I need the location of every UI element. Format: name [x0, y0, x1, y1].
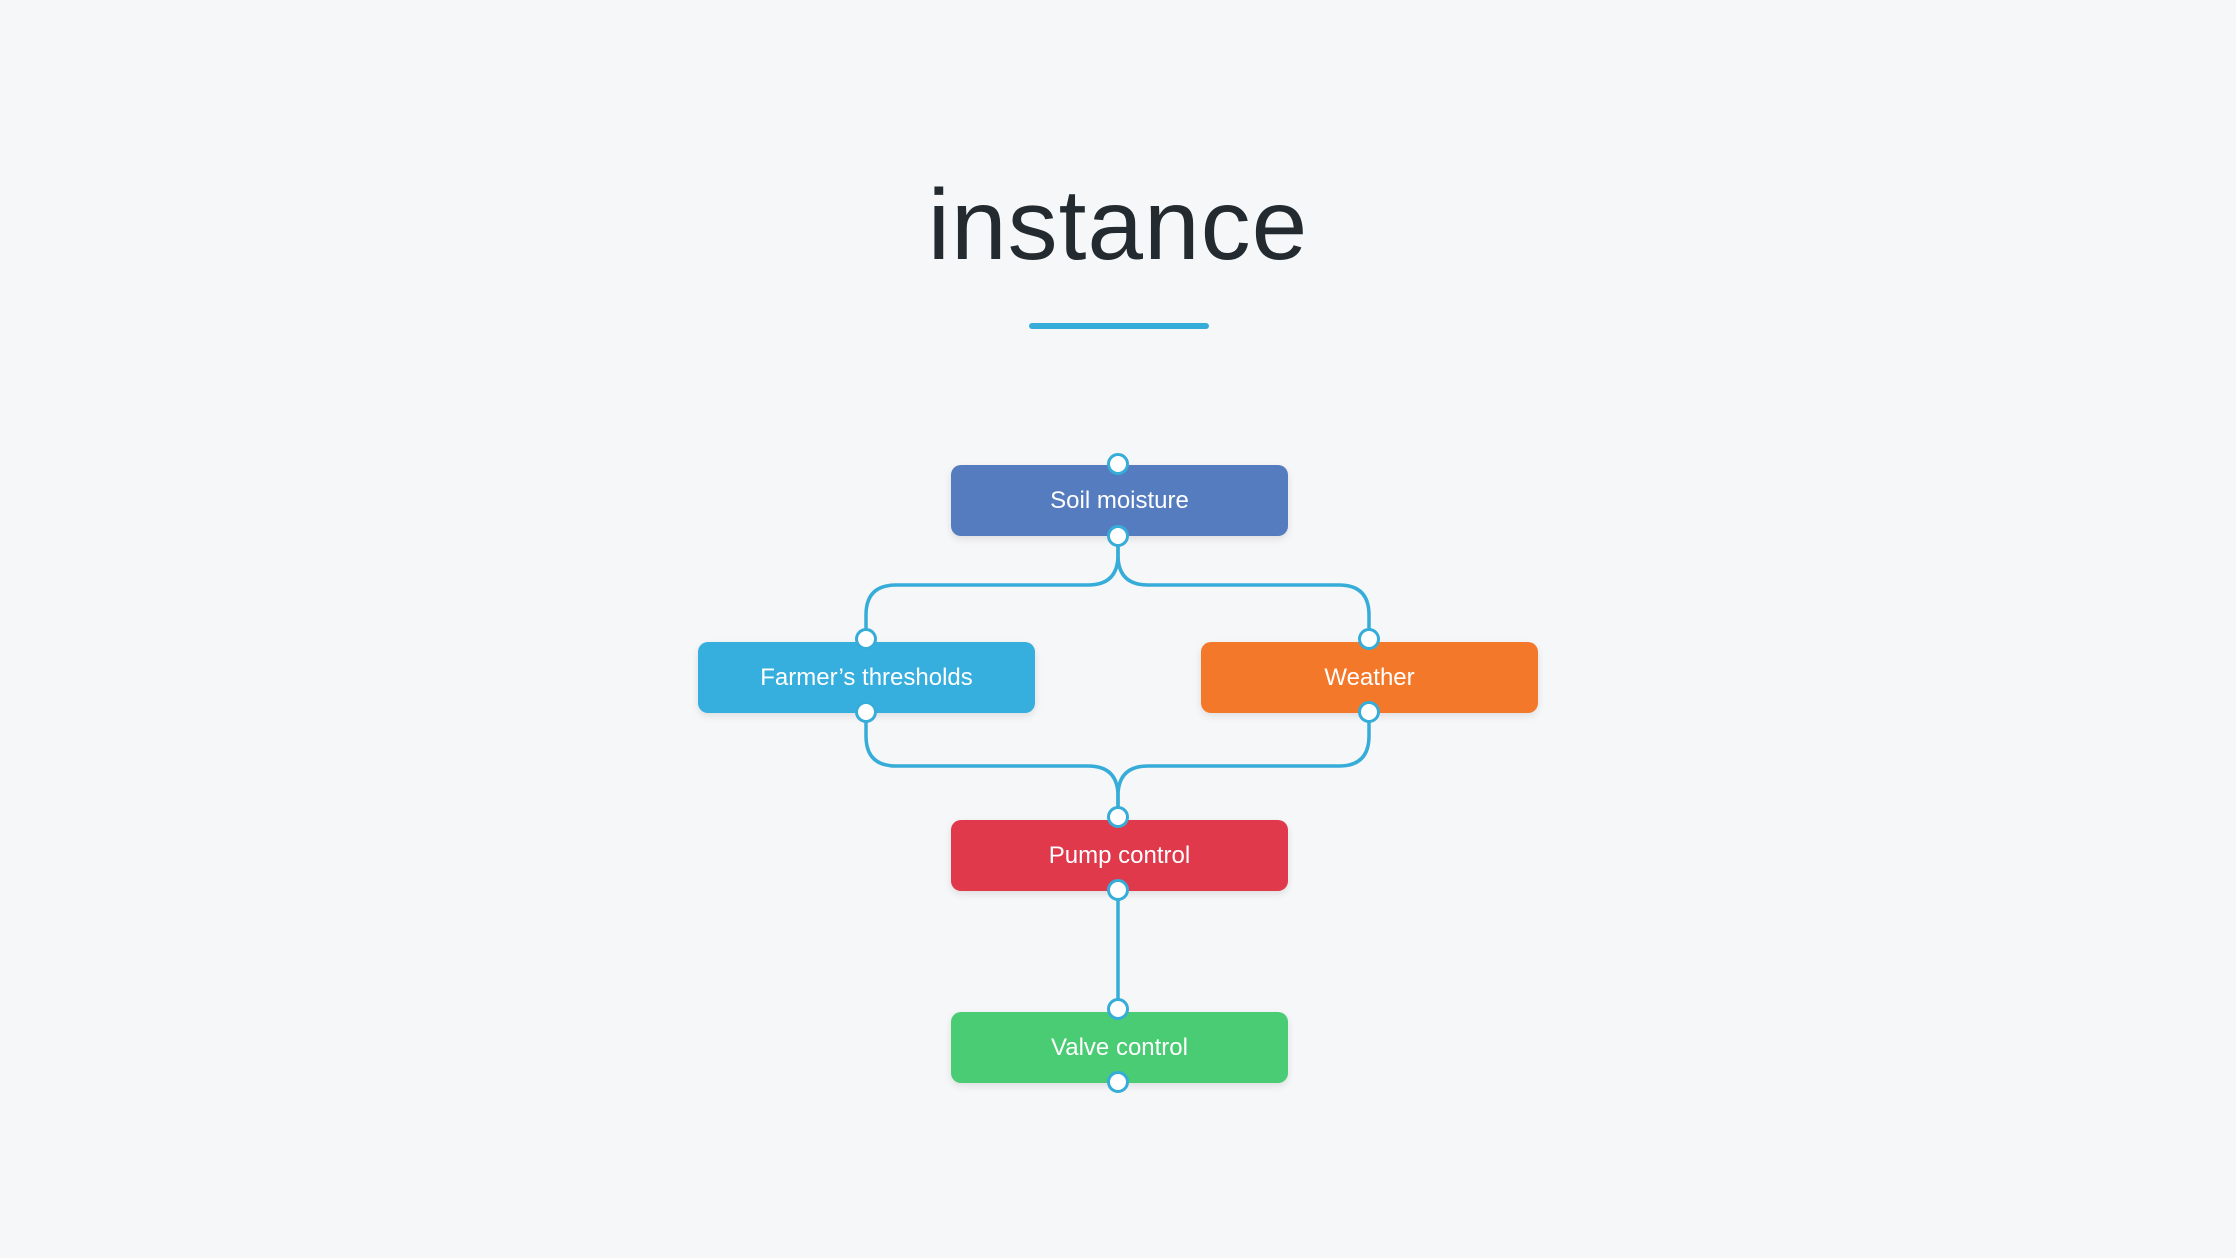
node-label: Farmer’s thresholds: [760, 663, 973, 691]
node-label: Pump control: [1048, 841, 1191, 869]
node-valve-control[interactable]: Valve control: [951, 1012, 1288, 1083]
title-underline: [1029, 323, 1209, 329]
edge-soil-to-weather: [1116, 534, 1371, 641]
port-pump-in[interactable]: [1107, 806, 1129, 828]
node-label: Soil moisture: [1050, 486, 1189, 514]
edge-weather-to-pump: [1116, 710, 1371, 819]
port-valve-in[interactable]: [1107, 998, 1129, 1020]
node-soil-moisture[interactable]: Soil moisture: [951, 465, 1288, 536]
node-label: Valve control: [1051, 1033, 1188, 1061]
node-weather[interactable]: Weather: [1201, 642, 1538, 713]
edge-soil-to-thresholds: [864, 534, 1120, 641]
port-pump-out[interactable]: [1107, 879, 1129, 901]
port-valve-out[interactable]: [1107, 1071, 1129, 1093]
port-weather-in[interactable]: [1358, 628, 1380, 650]
port-weather-out[interactable]: [1358, 701, 1380, 723]
edge-thresholds-to-pump: [864, 710, 1120, 819]
page-title: instance: [927, 169, 1309, 281]
port-thresholds-out[interactable]: [855, 701, 877, 723]
port-thresholds-in[interactable]: [855, 628, 877, 650]
node-label: Weather: [1324, 663, 1415, 691]
port-soil-out[interactable]: [1107, 525, 1129, 547]
port-soil-in[interactable]: [1107, 453, 1129, 475]
